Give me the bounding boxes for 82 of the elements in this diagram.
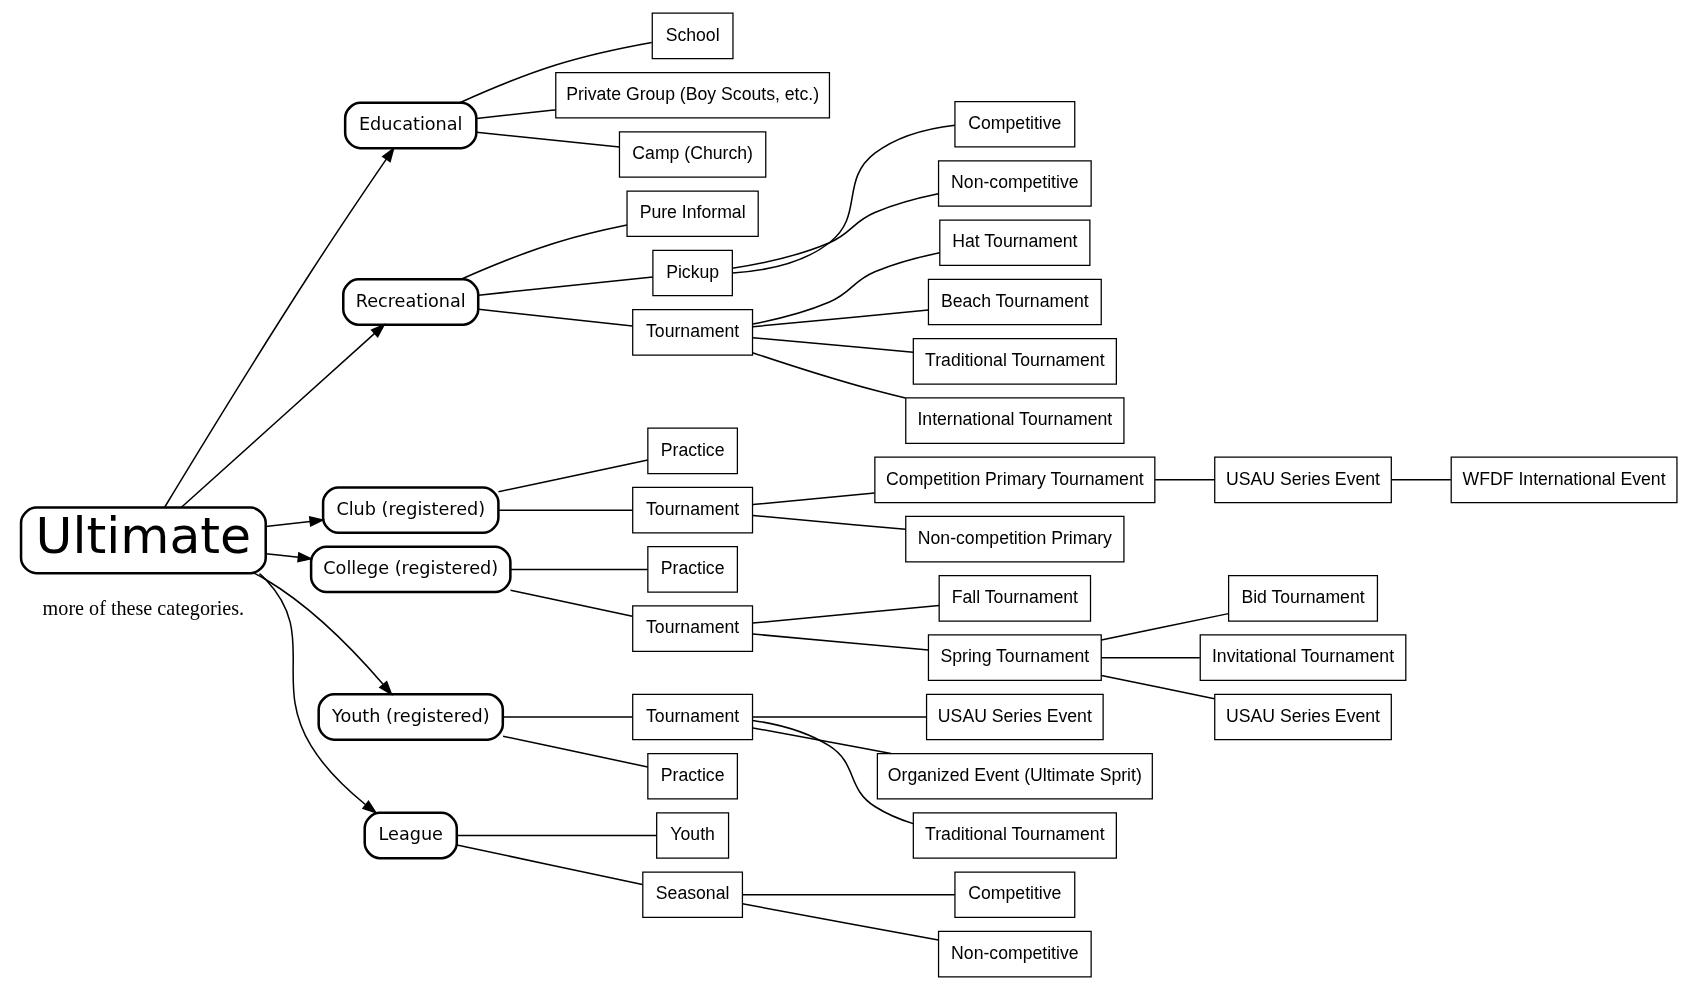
arrow xyxy=(265,516,326,528)
connector xyxy=(456,844,644,886)
node-box: Tournament xyxy=(632,693,754,741)
label: more of these categories. xyxy=(42,596,245,619)
node-box: Non-competition Primary xyxy=(905,515,1125,563)
connector xyxy=(752,336,914,353)
node-box: USAU Series Event xyxy=(925,693,1104,741)
connector xyxy=(497,459,649,493)
connector xyxy=(752,492,876,506)
node-box: Pure Informal xyxy=(626,190,759,238)
connector xyxy=(1100,612,1230,641)
node-box: Pickup xyxy=(652,249,733,297)
node-box: Non-competitive xyxy=(937,160,1092,207)
node-box: College (registered) xyxy=(309,545,512,594)
node-box: Tournament xyxy=(632,309,754,356)
node-box: Ultimate xyxy=(19,506,267,575)
node-box: Competitive xyxy=(954,100,1076,148)
node-box: Private Group (Boy Scouts, etc.) xyxy=(555,71,831,119)
node-box: Competition Primary Tournament xyxy=(874,456,1156,504)
node-box: School xyxy=(651,12,734,60)
node-box: Practice xyxy=(647,427,738,475)
node-box: Practice xyxy=(647,752,738,800)
connector xyxy=(460,224,628,280)
node-box: Club (registered) xyxy=(321,486,500,535)
connector xyxy=(752,604,940,624)
node-box: Youth (registered) xyxy=(317,693,505,741)
connector xyxy=(509,568,649,571)
connector xyxy=(497,509,634,511)
node-box: Practice xyxy=(647,546,738,593)
connector xyxy=(459,41,653,104)
connector xyxy=(752,309,930,328)
node-box: Bid Tournament xyxy=(1227,575,1379,622)
connector xyxy=(752,719,914,825)
node-box: League xyxy=(363,811,459,860)
connector xyxy=(1100,656,1201,659)
node-box: Tournament xyxy=(632,486,754,534)
node-box: Invitational Tournament xyxy=(1199,634,1407,681)
node-box: Youth xyxy=(656,812,730,859)
connector xyxy=(477,276,654,296)
connector xyxy=(752,716,927,718)
connector xyxy=(1390,479,1452,481)
arrow xyxy=(265,551,314,563)
connector xyxy=(752,514,907,531)
node-box: USAU Series Event xyxy=(1214,456,1392,504)
node-box: Non-competitive xyxy=(937,930,1092,978)
node-box: Traditional Tournament xyxy=(912,338,1117,385)
connector xyxy=(741,903,940,941)
node-box: Traditional Tournament xyxy=(912,812,1117,859)
connector xyxy=(502,716,634,718)
node-box: Recreational xyxy=(342,278,480,326)
node-box: International Tournament xyxy=(905,397,1125,444)
node-box: Beach Tournament xyxy=(927,278,1102,326)
connector xyxy=(475,131,621,148)
node-box: Organized Event (Ultimate Sprit) xyxy=(876,752,1153,800)
node-box: Competitive xyxy=(954,871,1076,919)
connector xyxy=(1154,479,1216,481)
node-box: Camp (Church) xyxy=(618,131,767,178)
arrow xyxy=(253,572,393,696)
connector xyxy=(456,834,658,837)
arrow xyxy=(258,572,378,814)
connector xyxy=(731,124,956,274)
connector xyxy=(752,633,930,651)
node-box: Seasonal xyxy=(642,871,744,919)
connector xyxy=(752,252,941,325)
node-box: Hat Tournament xyxy=(939,219,1091,267)
connector xyxy=(475,109,557,120)
arrow xyxy=(163,146,395,509)
node-box: USAU Series Event xyxy=(1214,693,1392,741)
connector xyxy=(509,589,634,617)
connector xyxy=(502,735,649,768)
node-box: Fall Tournament xyxy=(938,575,1092,622)
node-box: Tournament xyxy=(632,605,754,652)
connector xyxy=(752,727,892,755)
node-box: Spring Tournament xyxy=(927,634,1102,681)
node-box: Educational xyxy=(343,101,478,150)
connector xyxy=(477,308,634,327)
connector xyxy=(1100,674,1216,700)
connector xyxy=(751,351,907,399)
connector xyxy=(741,894,956,896)
node-box: WFDF International Event xyxy=(1450,456,1678,504)
arrow xyxy=(180,323,386,508)
connector xyxy=(731,193,939,270)
